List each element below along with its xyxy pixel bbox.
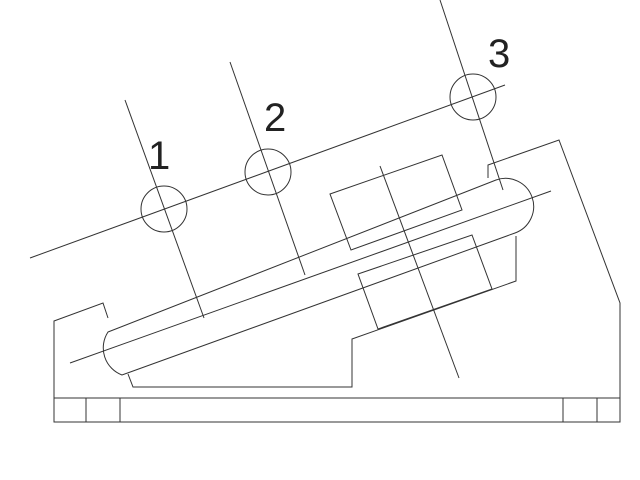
base-foot-right xyxy=(562,397,598,423)
axis-line-1 xyxy=(124,99,205,319)
slot-centerline xyxy=(69,190,552,364)
base-plate xyxy=(53,397,621,423)
block-axis xyxy=(379,165,460,379)
base-foot-left xyxy=(85,397,121,423)
label-1: 1 xyxy=(148,134,171,178)
label-2: 2 xyxy=(264,96,287,140)
body-left-outline xyxy=(53,302,109,398)
axis-line-3 xyxy=(439,0,504,191)
lower-pocket xyxy=(127,236,517,388)
body-right-outline xyxy=(487,139,621,398)
slot xyxy=(102,177,535,376)
reference-line xyxy=(29,84,506,259)
point-circle-1 xyxy=(140,185,188,233)
lower-block xyxy=(357,234,493,330)
axis-line-2 xyxy=(229,61,306,276)
point-circle-3 xyxy=(449,73,497,121)
upper-block xyxy=(329,154,463,251)
point-circle-2 xyxy=(244,148,292,196)
label-3: 3 xyxy=(488,32,511,76)
